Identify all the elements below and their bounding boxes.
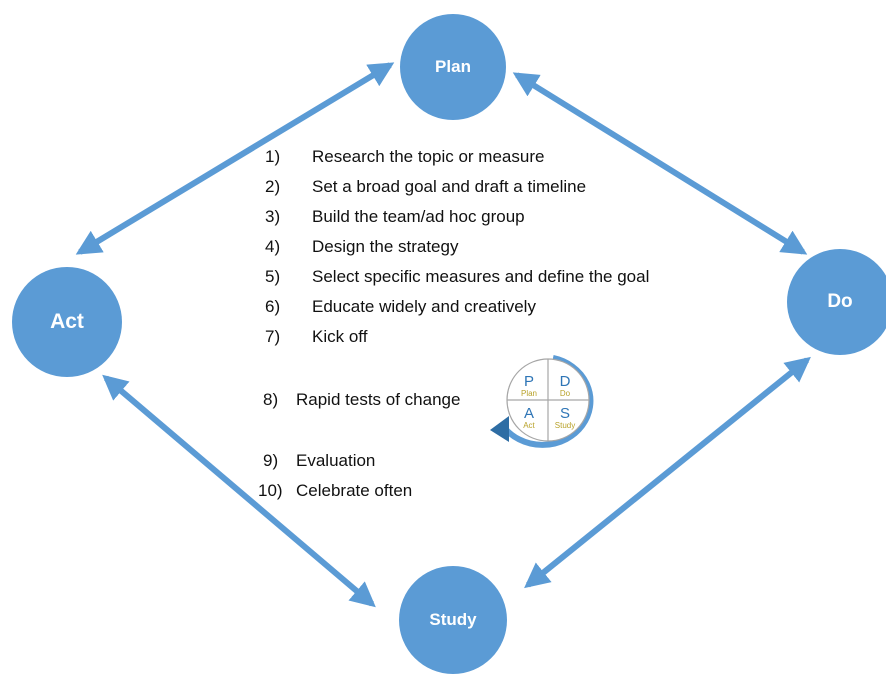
step-text: Evaluation [296,451,376,470]
pdsa-s-letter: S [560,405,570,422]
step-number: 6) [265,297,281,316]
step-number: 2) [265,177,281,196]
step-text: Educate widely and creatively [312,297,536,316]
step-text: Set a broad goal and draft a timeline [312,177,587,196]
step-number: 1) [265,147,281,166]
pdsa-s-label: Study [555,421,575,430]
step-text: Build the team/ad hoc group [312,207,525,226]
step-text: Research the topic or measure [312,147,545,166]
arrow-plan-do [512,72,808,255]
pdsa-ring-arrowhead [490,416,509,442]
pdsa-a-label: Act [523,421,535,430]
step-number: 5) [265,267,281,286]
step-number: 3) [265,207,281,226]
arrow-do-study [524,356,811,589]
arrow-act-study [102,374,376,608]
pdsa-d-letter: D [560,373,571,390]
pdsa-cycle-icon: P Plan D Do A Act S Study [490,355,594,448]
step-text: Design the strategy [312,237,459,256]
step-number: 10) [258,481,283,500]
step-text: Rapid tests of change [296,390,461,409]
step-text: Kick off [312,327,368,346]
pdsa-p-letter: P [524,373,534,390]
pdsa-d-label: Do [560,389,571,398]
step-text: Celebrate often [296,481,413,500]
study-node: Study [399,566,507,674]
arrow-plan-act [75,62,395,255]
step-number: 4) [265,237,281,256]
step-number: 8) [263,390,279,409]
step-number: 9) [263,451,279,470]
step-text: Select specific measures and define the … [312,267,650,286]
act-node: Act [12,267,122,377]
pdsa-a-letter: A [524,405,534,422]
plan-node: Plan [400,14,506,120]
step-number: 7) [265,327,281,346]
do-node: Do [787,249,886,355]
pdsa-p-label: Plan [521,389,537,398]
